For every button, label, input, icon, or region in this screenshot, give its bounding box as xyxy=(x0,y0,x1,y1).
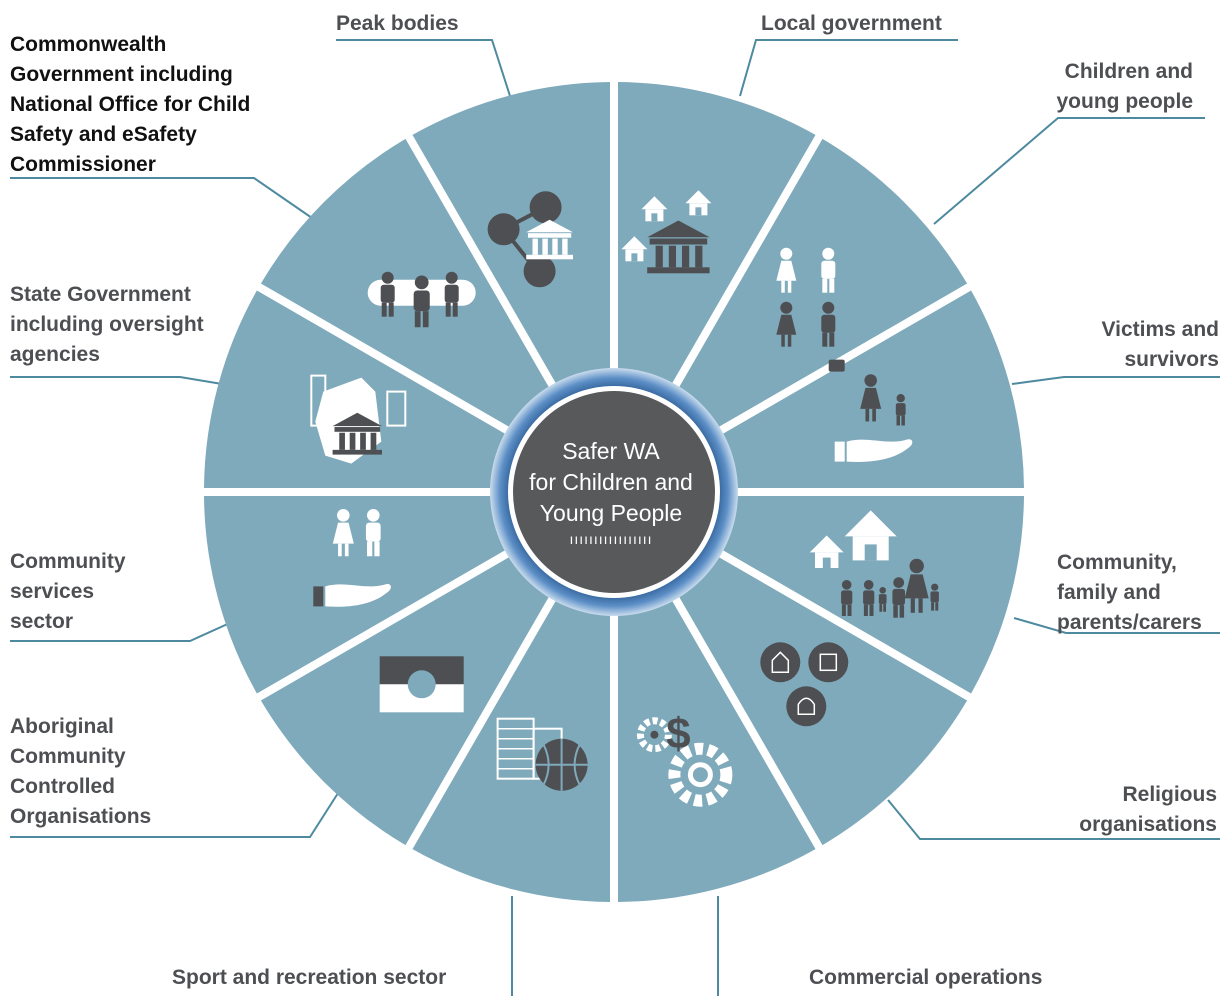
leader-line xyxy=(1011,376,1220,385)
segment xyxy=(412,82,610,388)
label-children-young-people: Children and young people xyxy=(1056,60,1194,113)
people-group-icon xyxy=(367,271,476,328)
label-community-services: Community services sector xyxy=(10,550,126,633)
houses-building-icon xyxy=(621,190,712,274)
leader-line xyxy=(933,117,1205,225)
segment xyxy=(204,496,510,694)
children-icon xyxy=(776,247,836,347)
leader-line xyxy=(10,621,233,642)
center-title-line-2: for Children and xyxy=(529,469,693,495)
label-aboriginal-community: Aboriginal Community Controlled Organisa… xyxy=(10,715,152,828)
label-victims-survivors: Victims and survivors xyxy=(1101,318,1220,371)
label-religious-organisations: Religious organisations xyxy=(1079,783,1217,836)
label-community-family-carers: Community, family and parents/carers xyxy=(1057,551,1202,634)
segment xyxy=(412,596,610,902)
center-title: Safer WA for Children and Young People ı… xyxy=(491,436,731,549)
segment-shape xyxy=(618,82,816,388)
leader-line xyxy=(1013,617,1220,634)
leader-lines xyxy=(10,39,1220,996)
leader-line xyxy=(739,39,958,97)
segment-shape xyxy=(676,138,968,430)
segment xyxy=(718,290,1024,488)
segment xyxy=(260,554,552,846)
center-decoration: ııııııııııııııııı xyxy=(569,531,653,547)
segment xyxy=(718,496,1024,694)
network-building-icon xyxy=(487,191,573,288)
center-title-line-3: Young People xyxy=(539,500,683,526)
segment xyxy=(260,138,552,430)
leader-line xyxy=(10,789,341,838)
label-commonwealth-government: Commonwealth Government including Nation… xyxy=(10,33,251,176)
wa-map-building-icon xyxy=(310,374,407,464)
segment xyxy=(204,290,510,488)
label-peak-bodies: Peak bodies xyxy=(336,12,459,35)
segment: $ xyxy=(618,596,816,902)
wheel-segments: $ xyxy=(204,82,1024,902)
center-title-line-1: Safer WA xyxy=(562,438,660,464)
hand-couple-icon xyxy=(313,509,391,607)
family-house-icon xyxy=(809,510,939,618)
segment xyxy=(618,82,816,388)
label-state-government: State Government including oversight age… xyxy=(10,283,204,366)
segment xyxy=(676,554,968,846)
leader-line xyxy=(336,39,511,97)
segment xyxy=(676,138,968,430)
leader-line xyxy=(887,799,1220,840)
leader-line xyxy=(10,177,313,219)
building-basketball-icon xyxy=(496,717,588,791)
hub-core xyxy=(513,391,715,593)
label-sport-recreation: Sport and recreation sector xyxy=(172,966,447,989)
label-local-government: Local government xyxy=(761,12,942,35)
hand-support-icon xyxy=(828,359,913,462)
leader-line xyxy=(10,376,223,385)
center-hub xyxy=(490,368,738,616)
gears-dollar-icon: $ xyxy=(636,710,733,807)
religious-buildings-icon xyxy=(760,642,849,727)
svg-text:$: $ xyxy=(666,710,690,759)
label-commercial-operations: Commercial operations xyxy=(809,966,1043,989)
aboriginal-flag-icon xyxy=(379,656,464,713)
